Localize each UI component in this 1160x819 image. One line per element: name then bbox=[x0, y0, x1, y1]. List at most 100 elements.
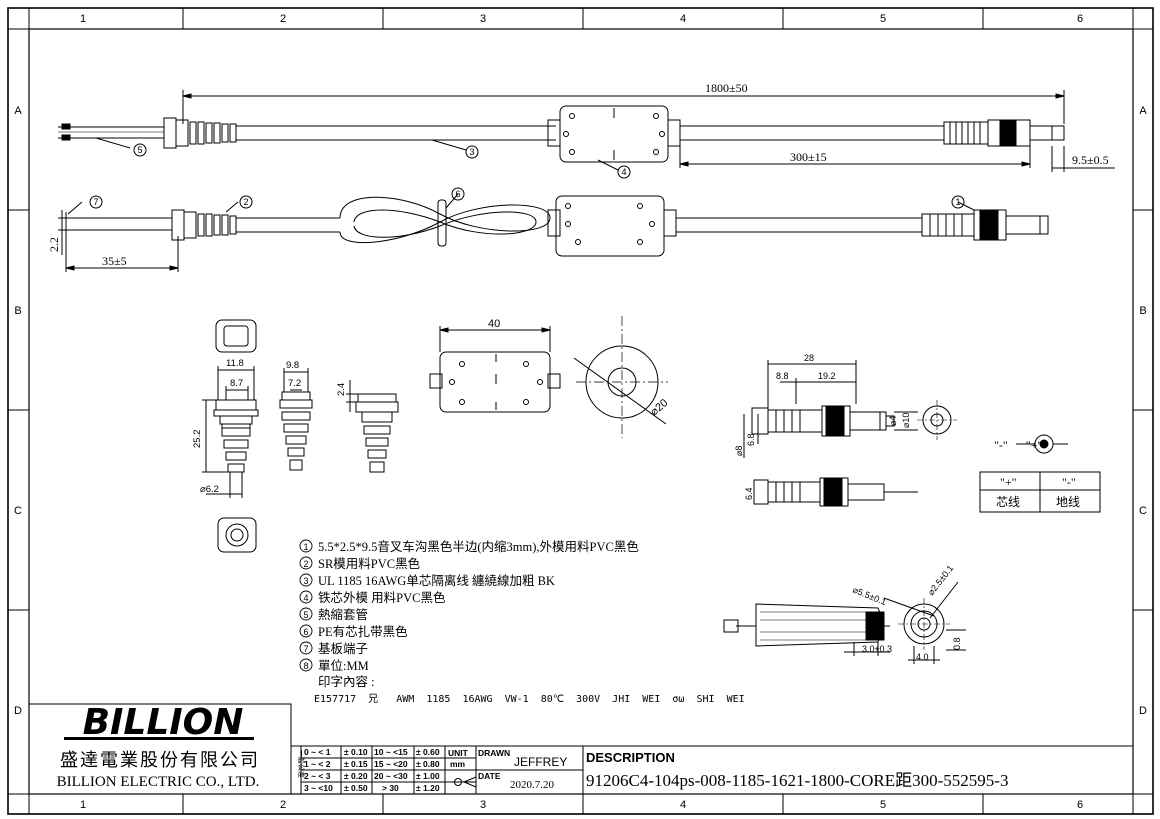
dim-plug-68: 6.8 bbox=[746, 433, 756, 446]
tolerance-cell: ± 0.15 bbox=[344, 759, 368, 769]
dim-sr-inner-2: 7.2 bbox=[288, 378, 301, 389]
unit-value: mm bbox=[450, 759, 466, 769]
frame-labels: 1 2 3 4 5 6 1 2 3 4 5 6 A B C D A B C D bbox=[14, 13, 1147, 811]
note-text: 基板端子 bbox=[318, 642, 368, 656]
dim-core-length: 40 bbox=[488, 318, 500, 330]
date-value: 2020.7.20 bbox=[510, 779, 555, 791]
unit-label: UNIT bbox=[448, 748, 469, 758]
col-label: 1 bbox=[80, 799, 86, 811]
dim-jack-08: 0.8 bbox=[952, 637, 962, 650]
tolerance-cell: 0 ~ < 1 bbox=[304, 747, 331, 757]
jack-detail bbox=[723, 581, 966, 664]
balloon-1 bbox=[951, 195, 965, 209]
balloon-4 bbox=[617, 165, 631, 179]
balloon-7 bbox=[89, 195, 103, 209]
col-label: 5 bbox=[880, 799, 886, 811]
dim-plug-total: 28 bbox=[804, 353, 814, 363]
note-number: 6 bbox=[303, 627, 308, 637]
tolerance-cell: ± 1.20 bbox=[416, 783, 440, 793]
dim-sr-mid-width: 9.8 bbox=[286, 360, 299, 371]
tolerance-cell: 3 ~ <10 bbox=[304, 783, 333, 793]
col-label: 3 bbox=[480, 799, 486, 811]
balloons bbox=[89, 143, 965, 209]
balloon-number: 3 bbox=[469, 147, 474, 157]
tolerance-cell: ± 0.50 bbox=[344, 783, 368, 793]
dim-plug-d4: ⌀4 bbox=[888, 416, 898, 426]
tolerance-cell: 10 ~ <15 bbox=[374, 747, 408, 757]
row-label: C bbox=[1139, 505, 1147, 517]
balloon-6 bbox=[451, 187, 465, 201]
tolerance-cell: 1 ~ < 2 bbox=[304, 759, 331, 769]
dim-jack-40: 4.0 bbox=[916, 652, 929, 662]
tolerance-cell: ± 0.60 bbox=[416, 747, 440, 757]
dim-sr-inner-1: 8.7 bbox=[230, 378, 243, 389]
dim-jack-30: 3.0±0.3 bbox=[862, 644, 892, 654]
dim-plug-seg-2: 19.2 bbox=[818, 371, 836, 381]
row-label: D bbox=[1139, 705, 1147, 717]
ferrite-core-detail bbox=[429, 316, 668, 438]
cable-top-labels: 1800±50 300±15 9.5±0.5 bbox=[705, 81, 1109, 167]
polarity-header: "+" bbox=[1000, 475, 1017, 489]
print-label: 印字內容 : bbox=[318, 674, 375, 689]
balloon-2 bbox=[239, 195, 253, 209]
tolerance-side-label: 一般公差 bbox=[297, 750, 306, 778]
note-text: UL 1185 16AWG单芯隔离线 纏繞線加粗 BK bbox=[318, 573, 555, 588]
dim-sr-gap: 2.4 bbox=[336, 383, 347, 396]
plug-detail-labels: 28 8.8 19.2 ⌀10 ⌀4 ⌀8 6.8 6.4 bbox=[734, 353, 911, 500]
dim-plug-seg-1: 8.8 bbox=[776, 371, 789, 381]
title-block bbox=[28, 703, 1133, 795]
dim-plug-d10: ⌀10 bbox=[901, 413, 911, 428]
notes-text: 1 5.5*2.5*9.5音叉车沟黑色半边(内缩3mm),外模用料PVC黑色 2… bbox=[303, 539, 744, 705]
strain-relief-labels: 11.8 8.7 9.8 7.2 2.4 25.2 ⌀6.2 bbox=[192, 358, 347, 495]
drawing-frame bbox=[7, 7, 1154, 815]
balloon-number: 4 bbox=[621, 167, 626, 177]
ferrite-core-labels: 40 ⌀20 bbox=[488, 318, 670, 418]
balloon-numbers: 1 2 3 4 5 6 7 bbox=[93, 145, 960, 207]
col-label: 6 bbox=[1077, 799, 1083, 811]
dim-sr-top-width: 11.8 bbox=[226, 358, 244, 369]
tolerance-cell: ± 0.10 bbox=[344, 747, 368, 757]
dim-jack-od: ⌀5.5±0.1 bbox=[851, 585, 888, 608]
tolerance-cell: 15 ~ <20 bbox=[374, 759, 408, 769]
col-label: 2 bbox=[280, 13, 286, 25]
note-number: 7 bbox=[303, 644, 308, 654]
col-label: 4 bbox=[680, 799, 686, 811]
note-text: 铁芯外模 用料PVC黑色 bbox=[318, 590, 446, 605]
note-number: 8 bbox=[303, 661, 308, 671]
dim-plug-tip: 9.5±0.5 bbox=[1072, 153, 1109, 167]
dim-sr-bottom-dia: ⌀6.2 bbox=[200, 484, 219, 495]
dim-plug-64: 6.4 bbox=[744, 487, 754, 500]
col-label: 2 bbox=[280, 799, 286, 811]
col-label: 5 bbox=[880, 13, 886, 25]
col-label: 4 bbox=[680, 13, 686, 25]
balloon-5 bbox=[133, 143, 147, 157]
col-label: 1 bbox=[80, 13, 86, 25]
description-value: 91206C4-104ps-008-1185-1621-1800-CORE距30… bbox=[586, 771, 1008, 790]
balloon-number: 7 bbox=[93, 197, 98, 207]
tolerance-cell: 2 ~ < 3 bbox=[304, 771, 331, 781]
cable-coiled-labels: 35±5 2.2 bbox=[47, 237, 127, 268]
note-number: 3 bbox=[303, 576, 308, 586]
col-label: 3 bbox=[480, 13, 486, 25]
note-text: PE有芯扎带黑色 bbox=[318, 624, 408, 639]
date-label: DATE bbox=[478, 771, 501, 781]
polarity-labels: "-" "+" "+" "-" 芯线 地线 bbox=[994, 438, 1080, 509]
dim-core-diameter: ⌀20 bbox=[648, 397, 670, 418]
note-text: 單位:MM bbox=[318, 658, 369, 673]
dim-plug-d8: ⌀8 bbox=[734, 446, 744, 456]
balloon-number: 2 bbox=[243, 197, 248, 207]
drawn-label: DRAWN bbox=[478, 748, 510, 758]
company-name-en: BILLION ELECTRIC CO., LTD. bbox=[57, 774, 260, 790]
description-label: DESCRIPTION bbox=[586, 750, 675, 765]
tolerance-cell: ± 0.80 bbox=[416, 759, 440, 769]
tolerance-cell: > 30 bbox=[382, 783, 399, 793]
dim-sr-height: 25.2 bbox=[192, 430, 203, 449]
note-text: 熱縮套管 bbox=[318, 607, 368, 622]
strain-relief-detail bbox=[202, 319, 399, 553]
plug-detail bbox=[743, 360, 957, 507]
drawn-value: JEFFREY bbox=[514, 755, 567, 769]
tolerance-cell: 20 ~ <30 bbox=[374, 771, 408, 781]
note-number: 1 bbox=[303, 542, 308, 552]
row-label: C bbox=[14, 505, 22, 517]
